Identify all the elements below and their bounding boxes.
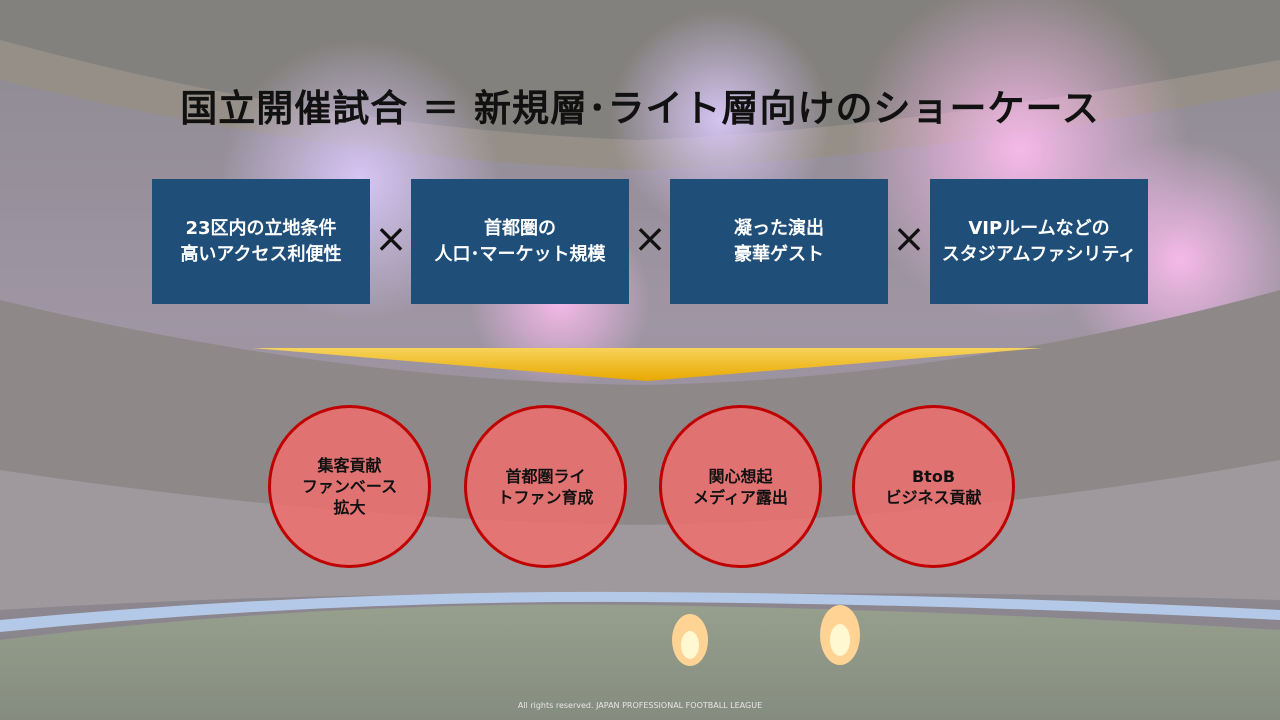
multiply-icon: × <box>633 216 667 262</box>
factor-line-2: 高いアクセス利便性 <box>180 243 342 265</box>
multiply-icon: × <box>892 216 926 262</box>
outcome-circle-media: 関心想起 メディア露出 <box>659 405 822 568</box>
factor-line-2: スタジアムファシリティ <box>941 243 1137 265</box>
multiply-icon: × <box>374 216 408 262</box>
factor-line-1: 凝った演出 <box>734 217 824 239</box>
slide-title: 国立開催試合 ＝ 新規層･ライト層向けのショーケース <box>180 87 1100 130</box>
outcome-line-1: 集客貢献 <box>317 456 382 475</box>
outcome-line-3: 拡大 <box>333 498 366 517</box>
outcome-line-2: トファン育成 <box>497 487 594 507</box>
outcome-circle-light-fans: 首都圏ライ トファン育成 <box>464 405 627 568</box>
outcome-line-1: 首都圏ライ <box>505 466 586 486</box>
outcome-line-1: BtoB <box>911 466 956 486</box>
factor-box-location: 23区内の立地条件 高いアクセス利便性 <box>152 179 370 304</box>
copyright-text: All rights reserved. JAPAN PROFESSIONAL … <box>517 701 763 710</box>
factor-line-1: 23区内の立地条件 <box>185 217 337 239</box>
outcome-circle-btob: BtoB ビジネス貢献 <box>852 405 1015 568</box>
outcome-line-2: ファンベース <box>301 477 398 496</box>
outcome-line-2: メディア露出 <box>693 487 788 507</box>
factor-box-facility: VIPルームなどの スタジアムファシリティ <box>930 179 1148 304</box>
factor-line-1: VIPルームなどの <box>968 217 1110 239</box>
factor-box-market: 首都圏の 人口･マーケット規模 <box>411 179 629 304</box>
factor-line-2: 人口･マーケット規模 <box>434 243 606 265</box>
outcome-line-2: ビジネス貢献 <box>885 487 982 507</box>
outcome-line-1: 関心想起 <box>708 466 773 486</box>
factor-box-production: 凝った演出 豪華ゲスト <box>670 179 888 304</box>
factor-line-2: 豪華ゲスト <box>734 243 824 265</box>
outcome-circle-attendance: 集客貢献 ファンベース 拡大 <box>268 405 431 568</box>
factor-line-1: 首都圏の <box>484 217 556 239</box>
funnel-arrow-icon <box>252 348 1042 381</box>
